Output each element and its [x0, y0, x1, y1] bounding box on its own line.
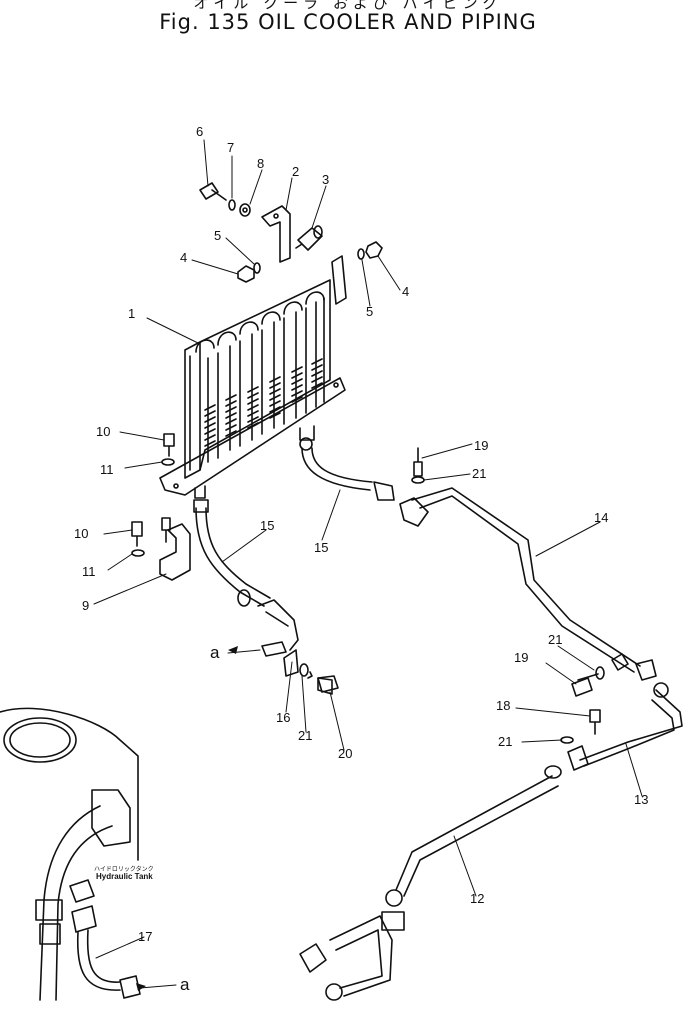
callout-1: 1: [128, 306, 135, 321]
callout-13: 13: [634, 792, 648, 807]
callout-10-lower: 10: [74, 526, 88, 541]
hydraulic-tank: [0, 707, 141, 1001]
callout-11-upper: 11: [100, 462, 114, 477]
callout-21-middle: 21: [298, 728, 312, 743]
hose-15-left: [193, 499, 333, 695]
callout-11-lower: 11: [82, 564, 96, 579]
callout-4-left: 4: [180, 250, 187, 265]
callout-12: 12: [470, 891, 484, 906]
figure-title: Fig. 135 OIL COOLER AND PIPING: [159, 10, 537, 34]
callout-4-right: 4: [402, 284, 409, 299]
callout-21-lower: 21: [498, 734, 512, 749]
hose-12: [299, 765, 562, 1001]
callout-5-left: 5: [214, 228, 221, 243]
callout-14: 14: [594, 510, 608, 525]
oil-cooler: [159, 279, 346, 499]
callout-21-right: 21: [548, 632, 562, 647]
tank-label-english: Hydraulic Tank: [96, 872, 153, 881]
callout-17: 17: [138, 929, 152, 944]
callout-6: 6: [196, 124, 203, 139]
tank-label-japanese: ハイドロリックタンク: [94, 866, 154, 873]
leader-lines: [93, 139, 643, 989]
hose-15-right: [299, 437, 429, 527]
title-japanese: オイル クーラ および パイピング: [193, 0, 503, 12]
callout-5-right: 5: [366, 304, 373, 319]
callout-15-right: 15: [314, 540, 328, 555]
callout-16: 16: [276, 710, 290, 725]
upper-mounting-hardware: [199, 182, 383, 305]
callout-15-left: 15: [260, 518, 274, 533]
callout-20: 20: [338, 746, 352, 761]
lower-bracket-hardware: [131, 433, 191, 581]
callout-3: 3: [322, 172, 329, 187]
callout-2: 2: [292, 164, 299, 179]
callout-7: 7: [227, 140, 234, 155]
pipe-14: [411, 447, 657, 697]
callout-18: 18: [496, 698, 510, 713]
callout-a-top: a: [210, 643, 220, 662]
callout-8: 8: [257, 156, 264, 171]
pipe-13: [560, 682, 683, 771]
callout-19-lower: 19: [514, 650, 528, 665]
callout-a-bottom: a: [180, 975, 190, 994]
callout-9: 9: [82, 598, 89, 613]
callout-19-upper: 19: [474, 438, 488, 453]
clamp-hardware: [299, 663, 599, 693]
callout-labels: 1 2 3 4 4 5 5 6 7 8 9 10 10 11 11 12 13 …: [74, 124, 648, 994]
callout-21-upper: 21: [472, 466, 486, 481]
callout-10-upper: 10: [96, 424, 110, 439]
